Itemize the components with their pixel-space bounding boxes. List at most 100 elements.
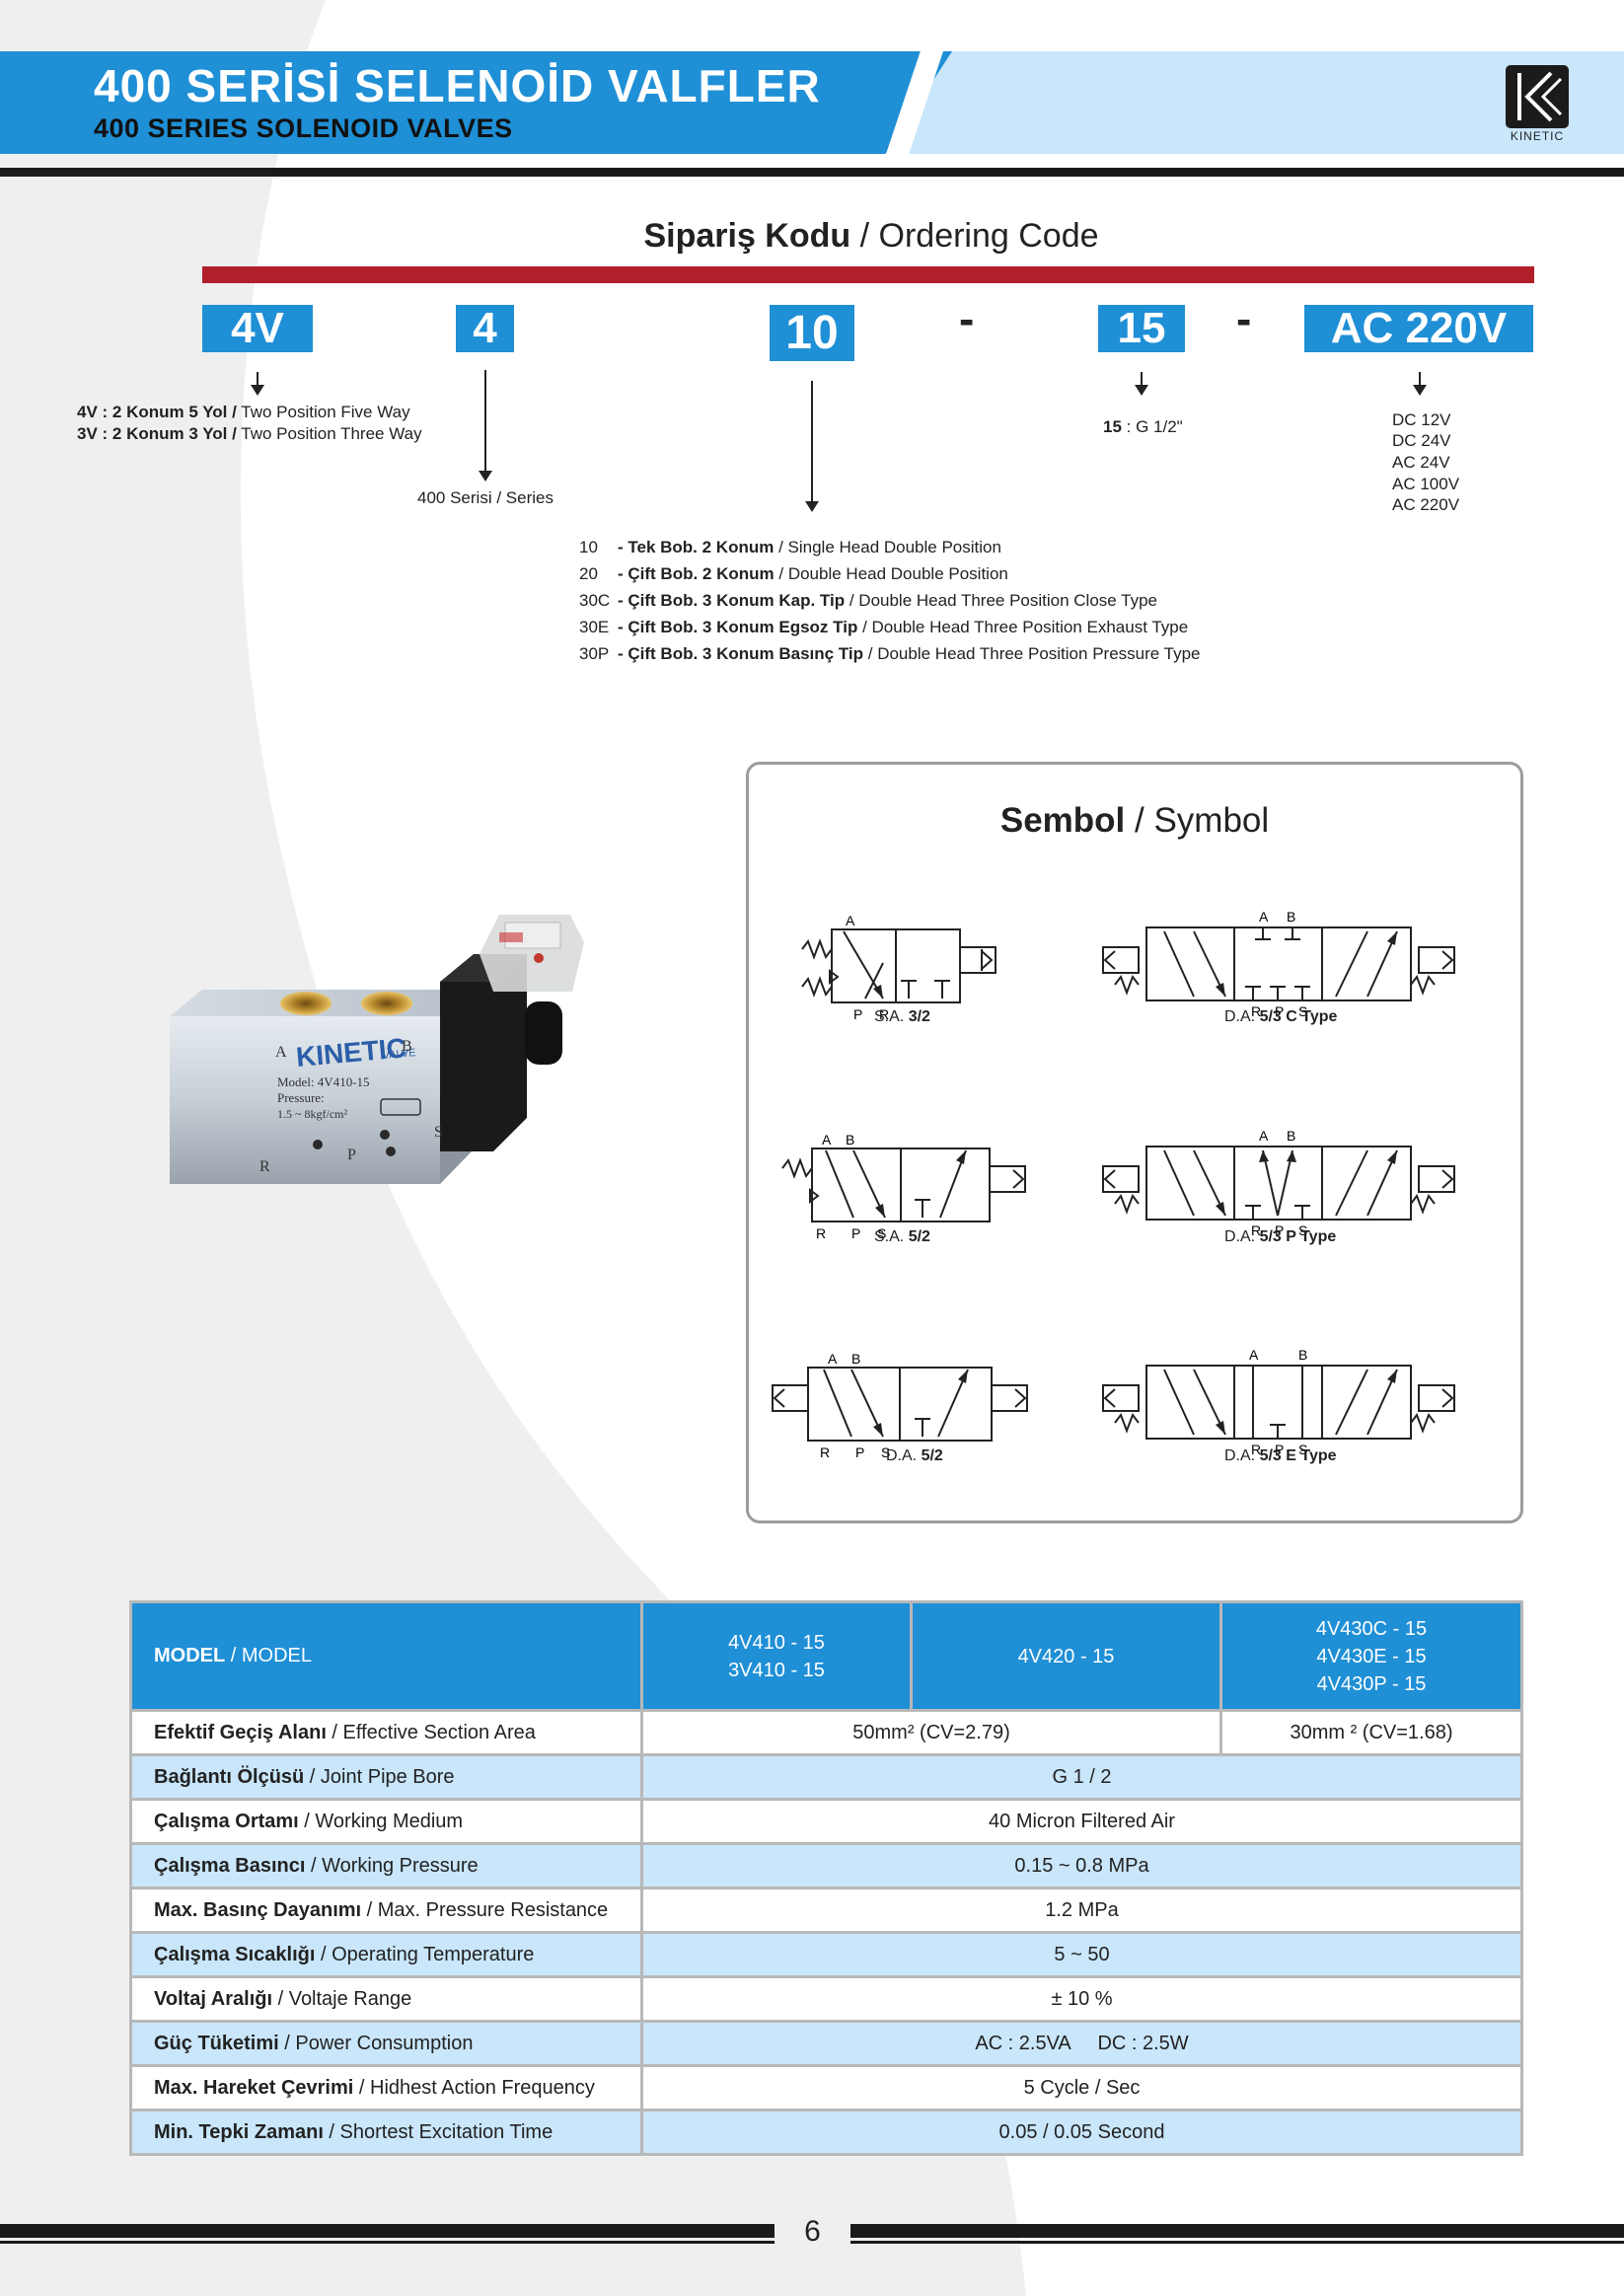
product-image: KINETIC VALVE A B Model: 4V410-15 Pressu… [170,915,584,1184]
table-row: Max. Basınç Dayanımı / Max. Pressure Res… [129,1887,1523,1934]
symbol-sa-3-2: A P R [801,913,997,1022]
table-row: Çalışma Basıncı / Working Pressure 0.15 … [129,1842,1523,1889]
brand-logo [1506,65,1569,128]
function-option-code: 30E [579,618,610,636]
svg-text:A: A [822,1132,832,1148]
svg-text:R: R [820,1444,830,1460]
svg-text:R: R [1251,1222,1261,1238]
table-row: Efektif Geçiş Alanı / Effective Section … [129,1709,1523,1756]
product-symbol-plate [380,1098,421,1116]
symbol-da-5-3-c: A B R P S [1102,909,1455,1019]
symbol-da-5-3-e: A B R P S [1102,1347,1455,1457]
footer-rule-left-thin [0,2241,775,2244]
product-pressure-value: 1.5 ~ 8kgf/cm² [277,1107,347,1121]
table-header-col2: 4V420 - 15 [910,1600,1222,1712]
code-box-function: 10 [770,305,854,361]
voltage-option: DC 24V [1392,431,1451,450]
arrow-type-line [257,372,258,386]
svg-text:B: B [1287,909,1295,925]
table-row: Çalışma Sıcaklığı / Operating Temperatur… [129,1931,1523,1978]
header-rule [0,168,1624,177]
code-box-voltage: AC 220V [1304,305,1533,352]
svg-text:B: B [846,1132,854,1148]
product-port-p: P [347,1147,356,1163]
product-model-line: Model: 4V410-15 [277,1074,370,1089]
svg-text:A: A [1259,1128,1269,1144]
svg-text:A: A [1249,1347,1259,1363]
symbol-da-5-2: A B R P S [772,1351,1028,1460]
symbol-label-1: S.A. 3/2 [874,1008,930,1025]
series-label: 400 Serisi / Series [417,488,554,507]
code-box-type: 4V [202,305,313,352]
svg-text:B: B [1287,1128,1295,1144]
ordering-title: Sipariş Kodu / Ordering Code [643,217,1099,255]
svg-text:P: P [853,1006,862,1022]
footer-rule-right-thin [850,2241,1624,2244]
function-option-desc: - Çift Bob. 3 Konum Egsoz Tip / Double H… [618,618,1189,636]
symbol-label-5: D.A. 5/2 [886,1447,943,1464]
svg-text:S: S [881,1444,890,1460]
symbol-title: Sembol / Symbol [999,801,1270,840]
arrow-function-line [811,381,813,502]
symbol-panel [746,762,1523,1523]
header-title-band [0,51,952,154]
voltage-option: AC 100V [1392,475,1460,493]
function-option-code: 30P [579,644,610,663]
type-option-3v: 3V : 2 Konum 3 Yol / Two Position Three … [77,424,422,443]
function-option-desc: - Çift Bob. 3 Konum Basınç Tip / Double … [618,644,1201,663]
svg-text:R: R [879,1006,889,1022]
arrow-type-head [251,385,264,396]
voltage-option: AC 220V [1392,495,1460,514]
svg-text:A: A [828,1351,838,1367]
code-dash-2: - [1236,293,1252,344]
svg-text:A: A [846,913,855,928]
product-port-a: A [275,1044,287,1061]
function-option-desc: - Çift Bob. 2 Konum / Double Head Double… [618,564,1008,583]
code-box-port: 15 [1098,305,1185,352]
svg-text:A: A [1259,909,1269,925]
symbol-label-4: D.A. 5/3 P Type [1224,1228,1337,1245]
type-option-4v: 4V : 2 Konum 5 Yol / Two Position Five W… [77,403,410,421]
arrow-series-line [484,370,486,472]
table-row: Bağlantı Ölçüsü / Joint Pipe Bore G 1 / … [129,1753,1523,1801]
svg-text:S: S [1298,1003,1307,1019]
function-option-code: 10 [579,538,598,556]
svg-text:R: R [1251,1442,1261,1457]
function-option-code: 20 [579,564,598,583]
svg-text:S: S [1298,1442,1307,1457]
product-port-s: S [434,1124,443,1141]
table-row: Çalışma Ortamı / Working Medium 40 Micro… [129,1798,1523,1845]
function-option-code: 30C [579,591,611,610]
code-dash-1: - [959,293,975,344]
arrow-function-head [805,501,819,512]
symbol-da-5-3-p: A B R P S [1102,1128,1455,1238]
product-port-r: R [259,1158,270,1175]
page-title-tr: 400 SERİSİ SELENOİD VALFLER [94,60,821,111]
voltage-option: DC 12V [1392,410,1451,429]
svg-text:B: B [1298,1347,1307,1363]
svg-text:B: B [851,1351,860,1367]
voltage-option: AC 24V [1392,453,1450,472]
table-row: Voltaj Aralığı / Voltaje Range ± 10 % [129,1975,1523,2023]
svg-text:P: P [1275,1442,1284,1457]
svg-text:P: P [1275,1003,1284,1019]
svg-text:S: S [877,1225,886,1241]
symbol-label-2: D.A. 5/3 C Type [1224,1008,1338,1025]
page-title-en: 400 SERIES SOLENOID VALVES [94,113,513,143]
function-option-desc: - Çift Bob. 3 Konum Kap. Tip / Double He… [618,591,1158,610]
port-size-label: 15 : G 1/2" [1103,417,1183,436]
brand-logo-text: KINETIC [1510,129,1565,143]
table-row: Max. Hareket Çevrimi / Hidhest Action Fr… [129,2064,1523,2111]
function-option-desc: - Tek Bob. 2 Konum / Single Head Double … [618,538,1001,556]
svg-text:P: P [855,1444,864,1460]
symbol-label-3: S.A. 5/2 [874,1228,930,1245]
table-row: Min. Tepki Zamanı / Shortest Excitation … [129,2109,1523,2156]
svg-text:P: P [851,1225,860,1241]
product-port-b: B [402,1038,412,1055]
table-row: Güç Tüketimi / Power Consumption AC : 2.… [129,2020,1523,2067]
page-number: 6 [804,2215,821,2248]
